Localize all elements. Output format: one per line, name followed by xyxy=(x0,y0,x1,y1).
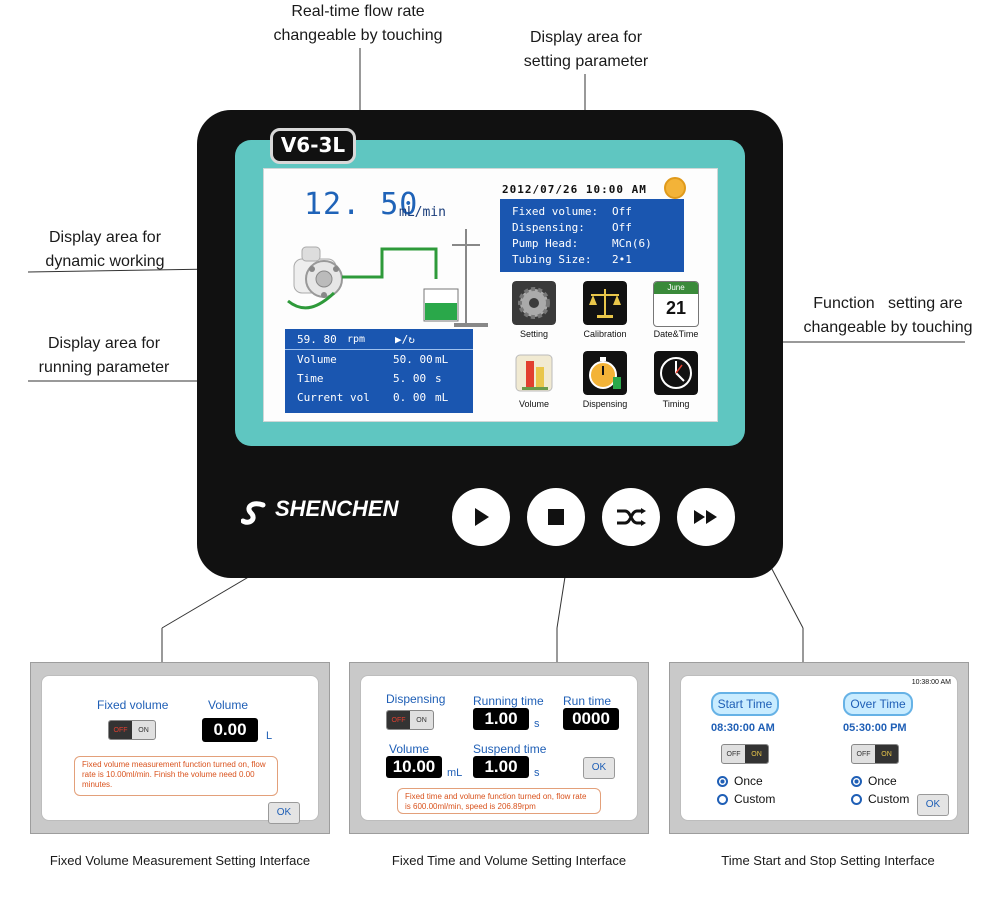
dispensing-button[interactable]: Dispensing xyxy=(573,351,637,409)
caption-fixed-volume: Fixed Volume Measurement Setting Interfa… xyxy=(49,853,311,868)
reverse-icon xyxy=(617,508,646,526)
stop-button[interactable] xyxy=(527,488,585,546)
panel-screen: 10:38:00 AM Start Time Over Time 08:30:0… xyxy=(680,675,958,821)
over-time-button[interactable]: Over Time xyxy=(843,692,913,716)
run-time-value[interactable]: 0000 xyxy=(563,708,619,730)
beaker-icon xyxy=(515,354,553,392)
dispensing-label: Dispensing xyxy=(386,692,446,706)
radio-icon xyxy=(851,794,862,806)
caption-fixed-time-volume: Fixed Time and Volume Setting Interface xyxy=(391,853,627,868)
start-time-button[interactable]: Start Time xyxy=(711,692,779,716)
volume-button[interactable]: Volume xyxy=(502,351,566,409)
param-row: Fixed volume:Off xyxy=(512,205,632,218)
start-custom-radio[interactable]: Custom xyxy=(717,792,775,806)
radio-icon xyxy=(717,794,728,806)
volume-unit: L xyxy=(266,730,273,742)
speed-value: 59. 80 xyxy=(297,332,337,346)
model-tag: V6-3L xyxy=(270,128,356,164)
clock-display: 10:38:00 AM xyxy=(911,679,951,686)
date-time-button[interactable]: June 21 Date&Time xyxy=(653,281,699,339)
speed-unit: rpm xyxy=(347,333,366,345)
alarm-clock-icon[interactable] xyxy=(664,177,686,199)
callout-function-setting: Function setting are changeable by touch… xyxy=(803,295,973,336)
fixed-time-volume-panel: Dispensing Running time Run time OFF ON … xyxy=(349,662,649,834)
clock-icon xyxy=(654,351,698,395)
stopwatch-icon xyxy=(583,351,627,395)
reverse-button[interactable] xyxy=(602,488,660,546)
play-button[interactable] xyxy=(452,488,510,546)
over-time-value: 05:30:00 PM xyxy=(843,722,907,734)
stop-icon xyxy=(548,509,564,525)
param-row: Dispensing:Off xyxy=(512,221,632,234)
running-time-label: Running time xyxy=(473,694,544,708)
callout-running-area: Display area for running parameter xyxy=(38,335,170,376)
brand-name: SHENCHEN xyxy=(275,496,399,521)
volume-value[interactable]: 10.00 xyxy=(386,756,442,778)
touch-screen[interactable]: 12. 50 mL/min 2012/07/26 10:00 AM xyxy=(263,168,718,422)
setting-button[interactable]: Setting xyxy=(502,281,566,339)
balance-scale-icon xyxy=(583,281,627,325)
volume-value[interactable]: 0.00 xyxy=(202,718,258,742)
play-icon xyxy=(475,508,489,526)
flow-rate-value[interactable]: 12. 50 xyxy=(304,187,419,222)
calendar-icon: June 21 xyxy=(653,281,699,327)
callout-dynamic-area: Display area for dynamic working xyxy=(45,229,165,270)
fixed-volume-panel: Fixed volume Volume OFF ON 0.00 L Fixed … xyxy=(30,662,330,834)
param-row: Tubing Size:2•1 xyxy=(512,253,632,266)
over-toggle[interactable]: OFF ON xyxy=(851,744,899,764)
suspend-time-value[interactable]: 1.00 xyxy=(473,756,529,778)
setting-parameter-box: Fixed volume:Off Dispensing:Off Pump Hea… xyxy=(500,199,684,272)
radio-selected-icon xyxy=(851,776,862,788)
dispensing-toggle[interactable]: OFF ON xyxy=(386,710,434,730)
suspend-time-label: Suspend time xyxy=(473,742,547,756)
calibration-button[interactable]: Calibration xyxy=(573,281,637,339)
callout-setting-area: Display area for setting parameter xyxy=(523,29,649,70)
panel-screen: Fixed volume Volume OFF ON 0.00 L Fixed … xyxy=(41,675,319,824)
ok-button[interactable]: OK xyxy=(917,794,949,816)
fast-forward-icon xyxy=(694,510,717,524)
screen-bezel: V6-3L 12. 50 mL/min 2012/07/ xyxy=(235,128,745,446)
caption-time-start-stop: Time Start and Stop Setting Interface xyxy=(721,853,935,868)
date-time-display: 2012/07/26 10:00 AM xyxy=(502,183,647,196)
start-toggle[interactable]: OFF ON xyxy=(721,744,769,764)
pump-animation xyxy=(287,229,488,327)
flow-rate-unit: mL/min xyxy=(399,205,446,220)
param-row: Pump Head:MCn(6) xyxy=(512,237,652,250)
suspend-time-unit: s xyxy=(534,767,540,779)
gear-icon xyxy=(512,281,556,325)
function-icons: Setting Calibration June 21 Date&Time Vo… xyxy=(502,281,712,421)
panel-screen: Dispensing Running time Run time OFF ON … xyxy=(360,675,638,821)
over-custom-radio[interactable]: Custom xyxy=(851,792,909,806)
pump-device: V6-3L 12. 50 mL/min 2012/07/ xyxy=(197,110,783,578)
direction-icon[interactable]: ▶/↻ xyxy=(395,332,415,346)
ok-button[interactable]: OK xyxy=(583,757,615,779)
time-start-stop-panel: 10:38:00 AM Start Time Over Time 08:30:0… xyxy=(669,662,969,834)
callout-realtime-flow: Real-time flow rate changeable by touchi… xyxy=(273,3,443,44)
radio-selected-icon xyxy=(717,776,728,788)
fast-forward-button[interactable] xyxy=(677,488,735,546)
start-time-value: 08:30:00 AM xyxy=(711,722,775,734)
info-note: Fixed time and volume function turned on… xyxy=(397,788,601,814)
volume-unit: mL xyxy=(447,767,463,779)
ok-button[interactable]: OK xyxy=(268,802,300,824)
volume-label: Volume xyxy=(389,742,430,756)
volume-label: Volume xyxy=(208,698,249,712)
running-time-unit: s xyxy=(534,718,540,730)
shenchen-logo-icon xyxy=(241,501,266,525)
start-once-radio[interactable]: Once xyxy=(717,774,763,788)
run-time-label: Run time xyxy=(563,694,612,708)
timing-button[interactable]: Timing xyxy=(644,351,708,409)
running-time-value[interactable]: 1.00 xyxy=(473,708,529,730)
over-once-radio[interactable]: Once xyxy=(851,774,897,788)
run-header: 59. 80 rpm ▶/↻ xyxy=(285,329,473,350)
info-note: Fixed volume measurement function turned… xyxy=(74,756,278,796)
fixed-volume-label: Fixed volume xyxy=(97,698,169,712)
fixed-volume-toggle[interactable]: OFF ON xyxy=(108,720,156,740)
